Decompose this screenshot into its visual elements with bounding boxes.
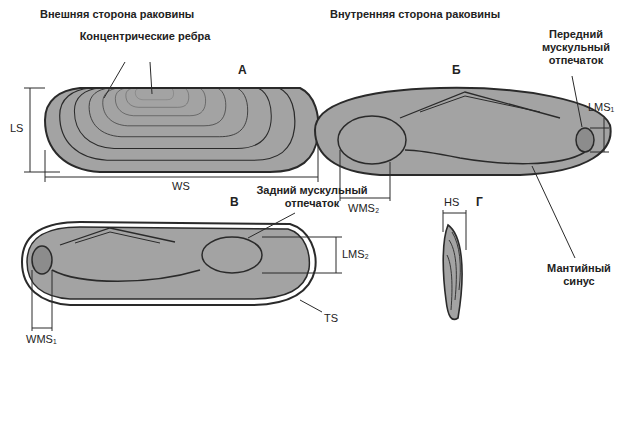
view-letter: Г — [476, 196, 483, 209]
dimension-label: LMS₂ — [342, 248, 369, 261]
part-name: Задний мускульный отпечаток — [252, 184, 372, 210]
dimension-label: HS — [444, 196, 459, 209]
dimension-label: TS — [324, 312, 338, 325]
dimension-label: WMS₁ — [26, 333, 57, 346]
view-letter: А — [238, 64, 247, 77]
part-name: Мантийный синус — [534, 262, 624, 288]
view-heading: Внешняя сторона раковины — [40, 8, 194, 21]
part-name: Передний мускульный отпечаток — [530, 28, 622, 67]
dimension-label: LS — [10, 122, 23, 135]
view-heading: Внутренняя сторона раковины — [330, 8, 500, 21]
part-name: Концентрические ребра — [75, 30, 215, 43]
view-letter: Б — [452, 64, 461, 77]
dimension-label: WS — [172, 180, 190, 193]
dimension-label: WMS₂ — [348, 202, 379, 215]
view-letter: В — [230, 196, 239, 209]
dimension-label: LMS₁ — [588, 101, 614, 114]
